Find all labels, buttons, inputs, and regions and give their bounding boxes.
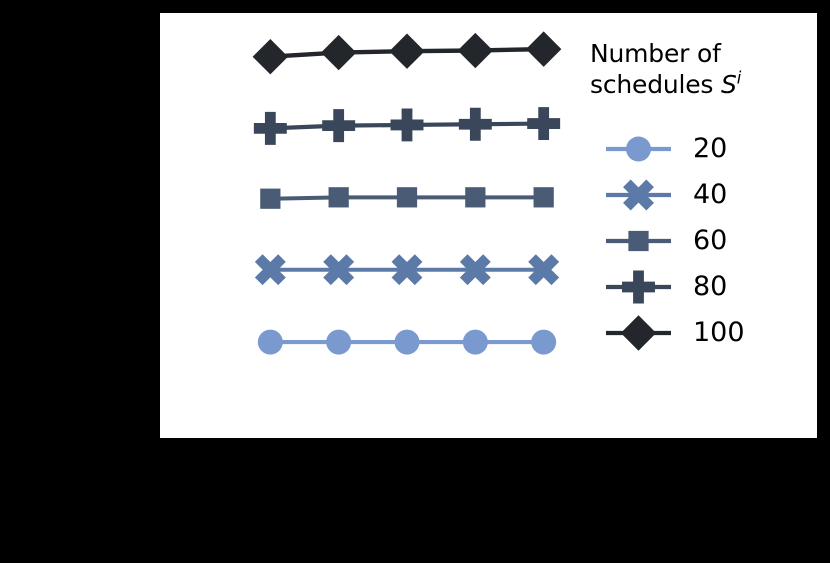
legend-sample-circle [601,126,681,172]
legend-label: 20 [693,133,728,164]
square-marker [396,187,418,208]
diamond-marker [525,31,562,67]
legend-sample-diamond [601,310,681,356]
legend-sample-plus [601,264,681,310]
circle-marker [626,136,651,162]
series-80 [253,107,561,145]
legend-label: 100 [693,317,745,348]
diamond-marker [620,315,657,351]
chart-legend: Number of schedules Si 20 40 60 80 100 [590,38,817,358]
series-40 [254,254,560,286]
line-chart-svg [252,31,562,355]
x-marker [459,254,491,286]
legend-sample-svg [606,179,671,211]
legend-entry-20[interactable]: 20 [590,126,817,172]
legend-sample-square [601,218,681,264]
legend-sample-svg [606,230,671,252]
legend-label: 60 [693,225,728,256]
legend-label: 80 [693,271,728,302]
circle-marker [462,329,488,355]
diamond-marker [320,34,357,71]
x-marker [528,254,560,286]
square-marker [260,188,281,209]
legend-sample-svg [606,315,671,351]
series-100 [252,31,562,75]
circle-marker [257,329,283,355]
diamond-marker [457,32,494,69]
square-marker [628,230,649,252]
square-marker [328,187,349,208]
circle-marker [394,329,420,355]
plus-marker [390,108,424,142]
legend-title-superscript: i [736,68,742,88]
plus-marker [622,270,655,304]
legend-entry-40[interactable]: 40 [590,172,817,218]
legend-title-line2: schedules [590,70,722,99]
plus-marker [253,111,287,145]
x-marker [391,254,423,286]
plot-area [160,13,600,438]
circle-marker [326,329,352,355]
legend-title-line1: Number of [590,39,721,68]
series-60 [260,187,554,209]
legend-sample-svg [606,136,671,162]
series-20 [257,329,557,355]
legend-entry-100[interactable]: 100 [590,310,817,356]
circle-marker [531,329,557,355]
legend-label: 40 [693,179,728,210]
chart-figure-panel: Number of schedules Si 20 40 60 80 100 [160,13,817,438]
x-marker [254,254,286,286]
diamond-marker [389,33,425,69]
plus-marker [322,109,356,143]
square-marker [465,187,486,208]
plus-marker [527,107,561,141]
diamond-marker [252,39,289,75]
square-marker [533,187,554,208]
x-marker [323,254,355,286]
legend-title-symbol: S [721,70,737,99]
x-marker [623,179,654,211]
legend-sample-x [601,172,681,218]
legend-entry-80[interactable]: 80 [590,264,817,310]
legend-sample-svg [606,270,671,304]
plus-marker [458,107,492,141]
legend-entry-60[interactable]: 60 [590,218,817,264]
series-layer [252,31,562,355]
legend-title: Number of schedules Si [590,38,817,100]
